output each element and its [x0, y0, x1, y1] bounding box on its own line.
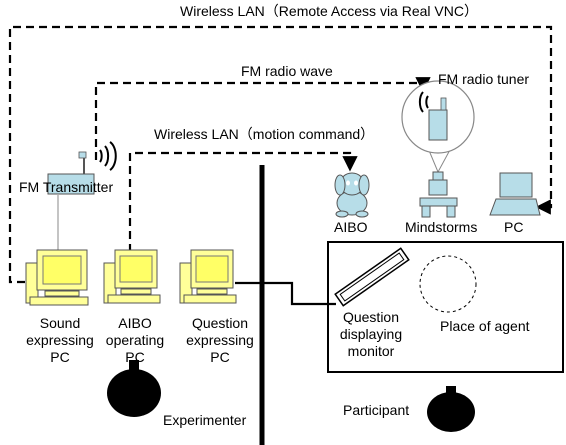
fm-radio-wave-link — [94, 77, 431, 160]
wireless-lan-vnc-label: Wireless LAN（Remote Access via Real VNC） — [180, 3, 478, 19]
fm-radio-tuner-bubble — [401, 80, 475, 174]
question-pc-label: Question expressing PC — [186, 315, 254, 365]
participant-room — [327, 241, 564, 373]
wireless-lan-motion-link — [128, 151, 358, 252]
aibo-pc-label: AIBO operating PC — [105, 315, 165, 365]
fm-radio-tuner-icon — [428, 109, 448, 141]
fm-radio-wave-label: FM radio wave — [241, 63, 333, 79]
mindstorms-label: Mindstorms — [405, 219, 478, 235]
aibo-robot-icon — [334, 172, 370, 218]
fm-transmitter-icon — [47, 141, 117, 195]
experimenter-icon — [107, 360, 161, 417]
question-monitor-label: Question displaying monitor — [339, 309, 403, 359]
remote-pc-icon — [489, 172, 541, 216]
monitor-cable — [235, 281, 336, 306]
fm-transmitter-label: FM Transmitter — [19, 179, 114, 195]
pc-label: PC — [504, 219, 524, 235]
aibo-pc-icon — [103, 249, 161, 304]
question-monitor-icon — [334, 247, 410, 307]
participant-label: Participant — [343, 402, 410, 418]
participant-icon — [427, 386, 475, 432]
aibo-label: AIBO — [334, 219, 368, 235]
experimenter-label: Experimenter — [163, 412, 247, 428]
wireless-lan-vnc-link — [8, 25, 553, 284]
fm-radio-tuner-label: FM radio tuner — [438, 71, 530, 87]
sound-pc-label: Sound expressing PC — [26, 315, 94, 365]
mindstorms-robot-icon — [419, 171, 458, 218]
wireless-lan-motion-label: Wireless LAN（motion command） — [154, 126, 375, 142]
agent-place-circle — [419, 255, 477, 313]
question-pc-icon — [179, 249, 237, 304]
sound-pc-icon — [25, 249, 89, 306]
agent-place-label: Place of agent — [440, 318, 530, 334]
